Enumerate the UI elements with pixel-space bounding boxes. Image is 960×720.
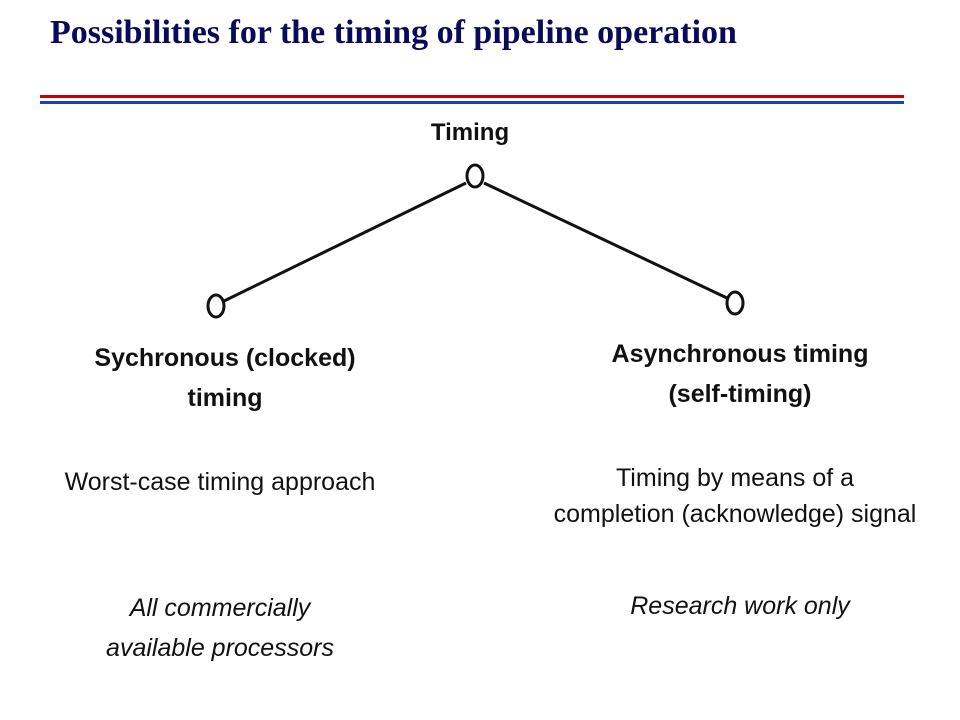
node-right — [725, 290, 745, 316]
left-branch-label: Sychronous (clocked) timing — [60, 338, 390, 418]
left-usage-line: All commercially — [129, 594, 311, 622]
node-left — [206, 293, 226, 319]
edge-root-right — [483, 181, 728, 300]
left-description: Worst-case timing approach — [40, 464, 400, 500]
node-root — [465, 163, 485, 189]
right-description: Timing by means of a completion (acknowl… — [540, 460, 930, 532]
left-branch-label-line: Sychronous (clocked) — [94, 344, 356, 372]
title-rule-blue — [40, 101, 904, 104]
root-label: Timing — [430, 119, 510, 146]
right-usage-line: Research work only — [630, 592, 850, 620]
right-description-line: completion (acknowledge) signal — [553, 500, 917, 528]
left-usage-line: available processors — [106, 634, 334, 662]
right-branch-label-line: Asynchronous timing — [611, 340, 869, 368]
left-description-line: Worst-case timing approach — [64, 468, 376, 496]
left-usage: All commercially available processors — [60, 588, 380, 668]
right-branch-label-line: (self-timing) — [668, 380, 812, 408]
edge-root-left — [223, 181, 467, 303]
right-description-line: Timing by means of a — [615, 464, 855, 492]
right-usage: Research work only — [580, 586, 900, 626]
slide-title: Possibilities for the timing of pipeline… — [50, 14, 737, 51]
title-rule-red — [40, 95, 904, 98]
right-branch-label: Asynchronous timing (self-timing) — [575, 334, 905, 414]
left-branch-label-line: timing — [187, 384, 263, 412]
